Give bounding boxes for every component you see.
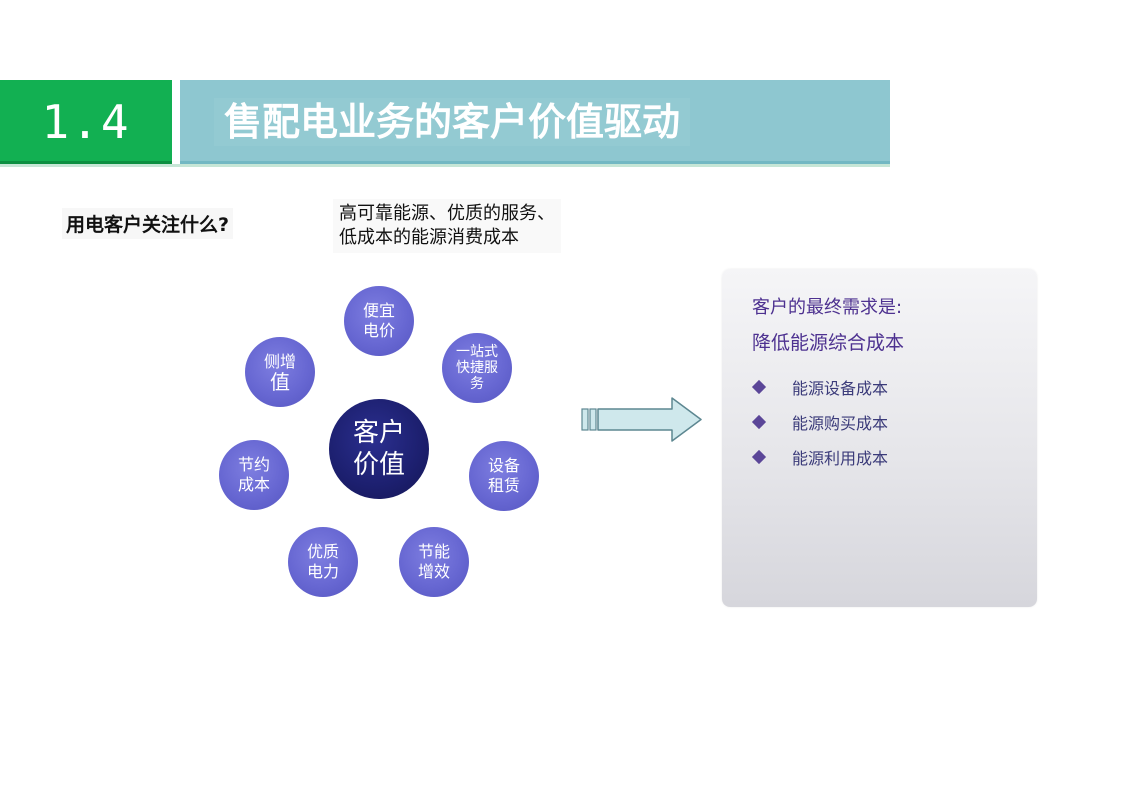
value-node-cheap-price: 便宜 电价 [344,286,414,356]
node-label: 值 [270,370,290,394]
node-label: 电价 [362,321,395,340]
node-label: 快捷服 [456,360,498,376]
node-label: 成本 [237,475,270,494]
answer-text: 高可靠能源、优质的服务、 低成本的能源消费成本 [333,199,561,253]
node-label: 务 [470,376,484,392]
diamond-bullet-icon [751,449,767,464]
center-label: 价值 [352,450,405,480]
value-node-cost-saving: 节约 成本 [219,440,289,510]
panel-title: 客户的最终需求是: [752,297,903,318]
node-label: 侧增 [263,352,296,371]
node-label: 一站式 [456,344,498,360]
list-item-text: 能源利用成本 [792,448,889,468]
node-label: 租赁 [487,476,520,495]
page-title: 售配电业务的客户价值驱动 [214,98,691,146]
list-item: 能源购买成本 [751,404,889,439]
diamond-bullet-icon [751,379,767,394]
panel-subtitle: 降低能源综合成本 [752,332,905,354]
node-label: 优质 [306,542,339,561]
customer-demand-panel: 客户的最终需求是: 降低能源综合成本 能源设备成本 能源购买成本 能源利用成本 [722,269,1037,607]
value-node-quality-power: 优质 电力 [288,527,358,597]
node-label: 便宜 [362,301,395,320]
list-item: 能源利用成本 [751,439,889,474]
value-node-value-added: 侧增 值 [245,337,315,407]
answer-line: 低成本的能源消费成本 [339,227,519,248]
list-item-text: 能源购买成本 [792,413,889,433]
cost-list: 能源设备成本 能源购买成本 能源利用成本 [751,369,889,474]
diamond-bullet-icon [751,414,767,429]
list-item: 能源设备成本 [751,369,889,404]
list-item-text: 能源设备成本 [792,378,889,398]
answer-line: 高可靠能源、优质的服务、 [339,203,555,224]
section-number: 1.4 [41,95,131,149]
title-bar: 售配电业务的客户价值驱动 [180,80,890,164]
header-divider [0,164,890,167]
node-label: 电力 [306,562,339,581]
value-node-equipment-leasing: 设备 租赁 [469,441,539,511]
node-label: 节能 [417,542,450,561]
value-node-one-stop-service: 一站式 快捷服 务 [442,333,512,403]
node-label: 设备 [487,456,520,475]
question-label: 用电客户关注什么? [62,208,234,239]
right-arrow-icon [580,395,704,445]
node-label: 增效 [417,562,450,581]
section-number-box: 1.4 [0,80,172,164]
center-label: 客户 [352,418,405,448]
node-label: 节约 [237,455,270,474]
value-node-energy-saving: 节能 增效 [399,527,469,597]
customer-value-circle: 客户 价值 [329,399,429,499]
